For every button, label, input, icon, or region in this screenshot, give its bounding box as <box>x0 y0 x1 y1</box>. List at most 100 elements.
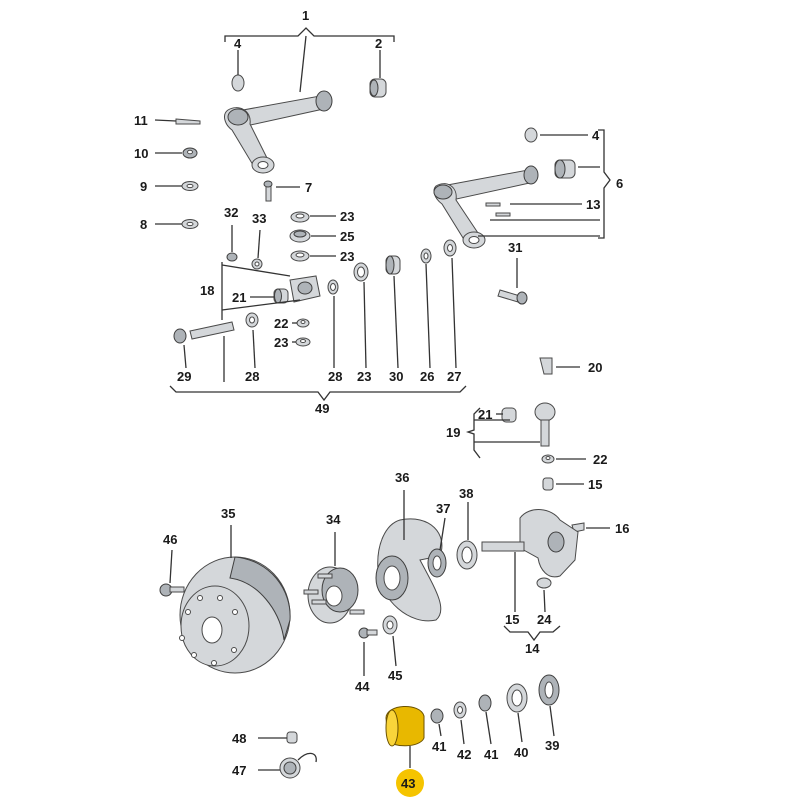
callout-label: 21 <box>232 290 246 305</box>
callout-label: 20 <box>588 360 602 375</box>
callout-label: 11 <box>134 113 148 128</box>
callout-labels: 1 2 4 4 6 7 8 9 10 11 13 18 21 22 23 23 … <box>134 8 629 797</box>
cotter-pin-11 <box>175 118 201 125</box>
seal-40 <box>506 683 528 713</box>
callout-label: 14 <box>525 641 540 656</box>
callout-label: 42 <box>457 747 471 762</box>
ring-23 <box>353 262 369 282</box>
callout-label: 36 <box>395 470 409 485</box>
bolt-46 <box>159 583 185 597</box>
seal-38 <box>456 540 478 570</box>
bolt-29 <box>173 321 235 344</box>
bush-21-right <box>501 407 517 423</box>
callout-label: 31 <box>508 240 522 255</box>
steering-knuckle-14 <box>481 509 579 578</box>
parts-illustration <box>159 74 585 779</box>
spring-47 <box>279 752 317 779</box>
callout-label: 6 <box>616 176 623 191</box>
callout-label: 45 <box>388 668 402 683</box>
callout-label: 44 <box>355 679 370 694</box>
highlighted-callout-43: 43 <box>396 769 424 797</box>
leader-lines <box>154 27 611 771</box>
bolt-31 <box>497 289 528 305</box>
callout-label: 40 <box>514 745 528 760</box>
bush-15-right <box>542 477 554 491</box>
callout-label: 38 <box>459 486 473 501</box>
callout-label: 15 <box>588 477 602 492</box>
callout-label: 9 <box>140 179 147 194</box>
wheel-hub-34 <box>303 566 365 624</box>
grease-cap-43 <box>385 706 425 747</box>
callout-label: 22 <box>274 316 288 331</box>
nut-41-b <box>478 694 492 712</box>
nut-32 <box>226 252 238 262</box>
callout-label: 35 <box>221 506 235 521</box>
callout-label: 49 <box>315 401 329 416</box>
callout-label: 2 <box>375 36 382 51</box>
callout-label: 1 <box>302 8 309 23</box>
callout-label: 8 <box>140 217 147 232</box>
bearing-25 <box>289 229 311 243</box>
washer-23-b <box>290 250 310 262</box>
callout-label: 10 <box>134 146 148 161</box>
bush-24 <box>536 577 552 589</box>
grease-nipple-20 <box>539 357 553 375</box>
callout-label: 21 <box>478 407 492 422</box>
bush-21 <box>273 288 289 304</box>
washer-23-a <box>290 211 310 223</box>
bush-2 <box>369 78 387 98</box>
callout-label: 16 <box>615 521 629 536</box>
washer-26 <box>420 248 432 264</box>
washer-22-right <box>541 454 555 464</box>
bush-4-top <box>231 74 245 92</box>
washer-8 <box>181 219 199 229</box>
callout-label-highlighted: 43 <box>401 776 415 791</box>
callout-label: 23 <box>357 369 371 384</box>
washer-23-c <box>295 337 311 347</box>
callout-label: 4 <box>234 36 242 51</box>
callout-label: 7 <box>305 180 312 195</box>
callout-label: 27 <box>447 369 461 384</box>
callout-label: 13 <box>586 197 600 212</box>
washer-22 <box>296 318 310 328</box>
bolt-7 <box>263 180 273 202</box>
callout-label: 46 <box>163 532 177 547</box>
nut-41-a <box>430 708 444 724</box>
washer-27 <box>443 239 457 257</box>
washer-45 <box>382 615 398 635</box>
callout-label: 23 <box>274 335 288 350</box>
pin-13 <box>485 202 501 207</box>
brake-disc-35 <box>179 556 291 674</box>
callout-label: 28 <box>328 369 342 384</box>
callout-label: 37 <box>436 501 450 516</box>
bolt-44 <box>358 627 378 639</box>
lock-42 <box>453 701 467 719</box>
bush-6-right <box>554 159 576 179</box>
idler-arm-18 <box>289 275 321 303</box>
bush-30 <box>385 255 401 275</box>
callout-label: 41 <box>484 747 498 762</box>
callout-label: 47 <box>232 763 246 778</box>
nut-10 <box>182 147 198 159</box>
cap-48 <box>286 731 298 744</box>
washer-9 <box>181 181 199 191</box>
washer-33 <box>251 258 263 270</box>
callout-label: 23 <box>340 209 354 224</box>
callout-label: 23 <box>340 249 354 264</box>
callout-label: 4 <box>592 128 600 143</box>
callout-label: 34 <box>326 512 341 527</box>
steering-arm-upper <box>224 90 333 174</box>
callout-label: 18 <box>200 283 214 298</box>
callout-label: 30 <box>389 369 403 384</box>
callout-label: 19 <box>446 425 460 440</box>
callout-label: 15 <box>505 612 519 627</box>
bearing-39 <box>538 674 560 706</box>
callout-label: 24 <box>537 612 552 627</box>
callout-label: 25 <box>340 229 354 244</box>
highlight-circle <box>396 769 424 797</box>
ring-28 <box>327 279 339 295</box>
callout-label: 29 <box>177 369 191 384</box>
pin-13b <box>495 212 511 217</box>
callout-label: 26 <box>420 369 434 384</box>
